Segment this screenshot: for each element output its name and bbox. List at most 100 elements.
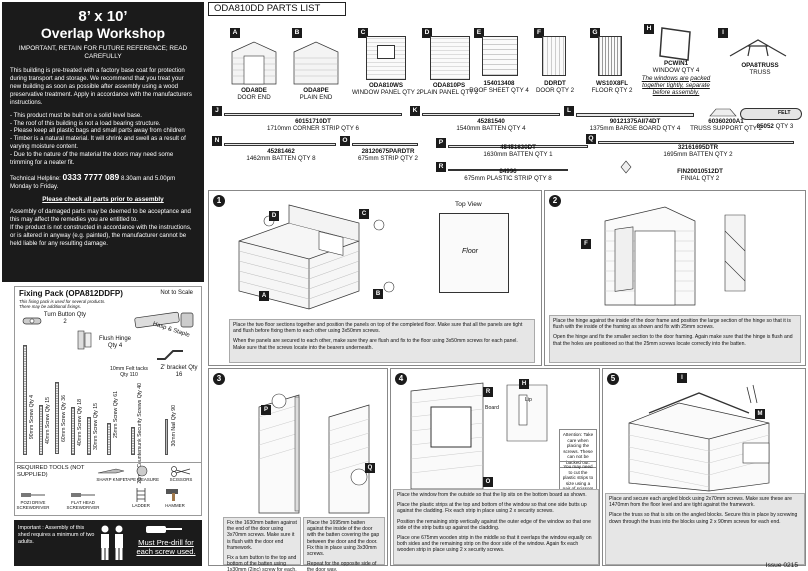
finial-code: FIN20010512DT bbox=[677, 168, 723, 175]
batten-1462-icon bbox=[224, 143, 336, 146]
step-4-callout-r: R bbox=[483, 387, 493, 397]
flat-screwdriver-icon bbox=[71, 493, 95, 497]
part-h-name: WINDOW QTY 4 bbox=[652, 67, 700, 75]
helpline: Technical Helpline: 0333 7777 089 8.30am… bbox=[10, 172, 196, 191]
part-q-name: 1695mm BATTEN QTY 2 bbox=[663, 151, 733, 159]
part-g-code: WS10X8FL bbox=[596, 80, 628, 87]
step-1-callout-a: A bbox=[259, 291, 269, 301]
step-1-callout-d: D bbox=[269, 211, 279, 221]
fixing-pack-title: Fixing Pack (OPA812DDFP) bbox=[19, 289, 123, 298]
part-letter-r: R bbox=[436, 162, 446, 172]
part-f-code: DDRDT bbox=[544, 80, 566, 87]
top-view-label: Top View bbox=[455, 201, 482, 208]
step-3-text-1a: Fix the 1630mm batten against the end of… bbox=[227, 520, 297, 551]
fixing-pack-subtitle: This fixing pack is used for several pro… bbox=[19, 299, 106, 310]
part-letter-o: O bbox=[340, 136, 350, 146]
step-5-callout-m: M bbox=[755, 409, 765, 419]
door-icon bbox=[542, 36, 566, 76]
batten-1630-icon bbox=[448, 145, 588, 148]
step-3-batten-drawing bbox=[258, 393, 370, 514]
part-letter-l: L bbox=[564, 106, 574, 116]
truss-support-icon bbox=[709, 108, 737, 117]
floor-label: Floor bbox=[462, 248, 478, 255]
part-e-code: 154013408 bbox=[483, 80, 515, 87]
helpline-hours: 8.30am and 5.00pm Monday to Friday. bbox=[10, 175, 176, 191]
part-o-code: 28120675PARDTR bbox=[361, 148, 415, 155]
tape-measure-icon bbox=[136, 465, 148, 477]
part-letter-p: P bbox=[436, 138, 446, 148]
screw-25mm-icon bbox=[107, 423, 111, 455]
damage-disclaimer: Assembly of damaged parts may be deemed … bbox=[10, 208, 192, 247]
step-1-panel: 1 D C A B Top View Floor Place the two f… bbox=[208, 190, 542, 366]
step-4-callout-h: H bbox=[519, 379, 529, 389]
step-4-text-3: Position the remaining strip vertically … bbox=[397, 518, 591, 531]
barge-board-icon bbox=[576, 113, 694, 117]
plain-end-icon bbox=[293, 41, 339, 85]
issue-number: Issue 0215 bbox=[765, 562, 798, 569]
part-p-code: 45451630DT bbox=[500, 144, 536, 151]
predrill-text: Must Pre-drill for each screw used. bbox=[136, 538, 196, 557]
corner-strip-icon bbox=[224, 113, 402, 116]
part-j-code: 60151710DT bbox=[295, 118, 331, 125]
truss-icon bbox=[729, 39, 787, 57]
step-5-number: 5 bbox=[607, 373, 619, 385]
step-2-number: 2 bbox=[549, 195, 561, 207]
batten-1695-icon bbox=[598, 141, 794, 144]
predrill-notice: Must Pre-drill for each screw used. bbox=[132, 538, 200, 556]
step-5-text-2: Place the truss so that is sits on the a… bbox=[609, 512, 798, 525]
step-3-instructions-left: Fix the 1630mm batten against the end of… bbox=[223, 517, 301, 571]
part-letter-n: N bbox=[212, 136, 222, 146]
screw-25mm-label: 25mm Screw Qty 61 bbox=[113, 391, 119, 438]
step-5-truss-drawing bbox=[628, 384, 770, 492]
finial-icon bbox=[620, 160, 632, 174]
step-2-text-2: Open the hinge and fix the smaller secti… bbox=[553, 334, 793, 347]
scissors-icon bbox=[171, 466, 191, 477]
nail-30mm-label: 30mm Nail Qty 90 bbox=[171, 405, 177, 447]
safety-bullets: - This product must be built on a solid … bbox=[10, 111, 186, 167]
part-letter-j: J bbox=[212, 106, 222, 116]
flat-screwdriver-label: FLAT HEAD SCREWDRIVER bbox=[66, 500, 100, 510]
step-4-callout-o: O bbox=[483, 477, 493, 487]
screw-90mm-icon bbox=[23, 345, 27, 455]
screw-40mm-b-icon bbox=[71, 407, 75, 455]
tools-title: REQUIRED TOOLS (NOT SUPPLIED) bbox=[17, 465, 85, 478]
step-3-number: 3 bbox=[213, 373, 225, 385]
required-tools: REQUIRED TOOLS (NOT SUPPLIED) SHARP KNIF… bbox=[14, 462, 202, 516]
part-k-name: 1540mm BATTEN QTY 4 bbox=[456, 125, 526, 133]
part-g-name: FLOOR QTY 2 bbox=[591, 87, 633, 95]
step-4-number: 4 bbox=[395, 373, 407, 385]
pozi-screwdriver-icon bbox=[21, 493, 45, 497]
drill-icon bbox=[146, 526, 182, 533]
batten-1540-icon bbox=[422, 113, 560, 116]
part-f-name: DOOR QTY 2 bbox=[535, 87, 575, 95]
part-p-name: 1630mm BATTEN QTY 1 bbox=[483, 151, 553, 159]
step-2-instructions: Place the hinge against the inside of th… bbox=[549, 315, 801, 363]
screw-90mm-label: 90mm Screw Qty 4 bbox=[29, 395, 35, 440]
step-4-text-1: Place the window from the outside so tha… bbox=[397, 492, 587, 498]
step-3-instructions-right: Place the 1695mm batten against the insi… bbox=[303, 517, 385, 571]
turn-button-label: Turn Button Qty 2 bbox=[43, 312, 87, 325]
pozi-screwdriver-label: POZI DRIVE SCREWDRIVER bbox=[16, 500, 50, 510]
step-4-window-drawing bbox=[410, 382, 548, 490]
part-letter-c: C bbox=[358, 28, 368, 38]
sharp-knife-label: SHARP KNIFE bbox=[96, 477, 126, 482]
board-label: Board bbox=[485, 405, 499, 411]
part-letter-b: B bbox=[292, 28, 302, 38]
screw-40mm-a-label: 40mm Screw Qty 15 bbox=[45, 397, 51, 444]
step-5-panel: 5 I M Place and secure each angled block… bbox=[602, 368, 806, 566]
product-name: Overlap Workshop bbox=[40, 25, 166, 41]
ladder-icon bbox=[136, 488, 146, 502]
felt-roll-icon bbox=[740, 108, 802, 120]
part-k-code: 45281540 bbox=[477, 118, 505, 125]
part-letter-i: I bbox=[718, 28, 728, 38]
part-h-note: The windows are packed together tightly,… bbox=[641, 74, 711, 97]
parts-list-title: ODA810DD PARTS LIST bbox=[208, 2, 346, 16]
step-1-callout-b: B bbox=[373, 289, 383, 299]
